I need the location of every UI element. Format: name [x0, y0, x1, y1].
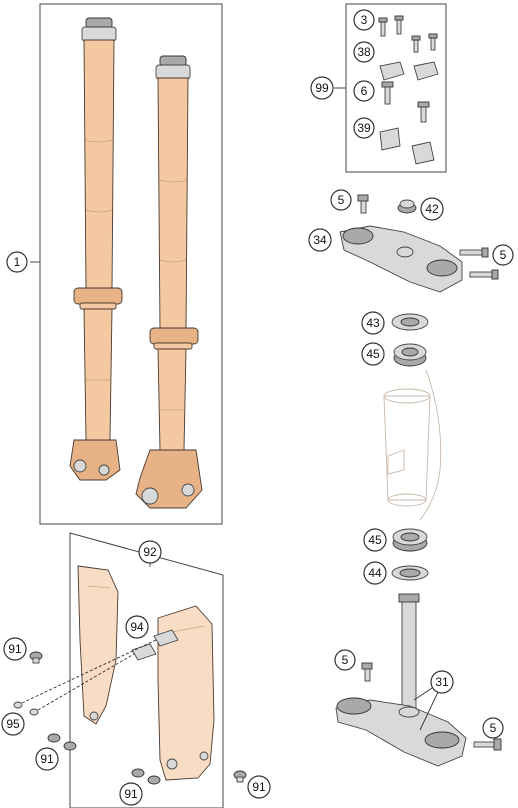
svg-text:99: 99	[315, 81, 329, 95]
svg-text:6: 6	[361, 84, 368, 98]
seal-43[interactable]	[391, 313, 429, 331]
svg-text:39: 39	[357, 121, 371, 135]
svg-text:34: 34	[313, 233, 327, 247]
callout-45-lower[interactable]: 45	[363, 528, 387, 552]
svg-text:44: 44	[368, 566, 382, 580]
fork-guard-right[interactable]	[157, 605, 215, 781]
svg-text:5: 5	[342, 653, 349, 667]
screws-91-left-bottom[interactable]	[47, 733, 77, 751]
svg-text:91: 91	[40, 752, 54, 766]
svg-text:1: 1	[14, 255, 21, 269]
svg-text:45: 45	[368, 533, 382, 547]
svg-text:5: 5	[490, 721, 497, 735]
callout-6[interactable]: 6	[353, 80, 375, 102]
nut-42[interactable]	[397, 199, 417, 214]
bolt-5-upper[interactable]	[357, 194, 369, 214]
callout-45-upper[interactable]: 45	[361, 342, 385, 366]
callout-5-lower-right[interactable]: 5	[482, 717, 504, 739]
bearing-45-upper[interactable]	[393, 343, 427, 367]
screw-91-right[interactable]	[233, 770, 247, 783]
svg-text:5: 5	[500, 248, 507, 262]
upper-triple-clamp-34[interactable]	[339, 225, 463, 293]
svg-text:31: 31	[435, 675, 449, 689]
svg-text:91: 91	[252, 780, 266, 794]
callout-34[interactable]: 34	[308, 228, 332, 252]
svg-text:91: 91	[8, 642, 22, 656]
svg-text:38: 38	[357, 45, 371, 59]
callout-91-right[interactable]: 91	[247, 775, 271, 799]
callout-91-left-top[interactable]: 91	[3, 637, 27, 661]
callout-94[interactable]: 94	[125, 615, 149, 639]
screw-91-left-top[interactable]	[29, 651, 43, 664]
callout-99[interactable]: 99	[310, 76, 334, 100]
fork-leg-right[interactable]	[135, 55, 203, 509]
svg-text:3: 3	[361, 13, 368, 27]
callout-5-upper-left[interactable]: 5	[330, 189, 352, 211]
callout-39[interactable]: 39	[353, 117, 375, 139]
svg-text:45: 45	[366, 347, 380, 361]
callout-5-lower-left[interactable]: 5	[334, 649, 356, 671]
callout-43[interactable]: 43	[361, 311, 385, 335]
fork-guard-left[interactable]	[77, 565, 119, 725]
svg-text:92: 92	[143, 545, 157, 559]
callout-91-bottom[interactable]: 91	[119, 782, 143, 806]
mounts-39[interactable]	[379, 127, 435, 165]
bolt-5-lower[interactable]	[361, 662, 373, 682]
fork-leg-left[interactable]	[69, 17, 123, 481]
callout-42[interactable]: 42	[420, 197, 444, 221]
bolt-5-lower-clamp[interactable]	[473, 738, 502, 751]
callout-92[interactable]: 92	[138, 540, 162, 564]
bolts-5-clamp[interactable]	[459, 247, 499, 280]
callout-1[interactable]: 1	[6, 251, 28, 273]
callout-5-upper-right[interactable]: 5	[492, 244, 514, 266]
dust-seal-44[interactable]	[391, 565, 429, 581]
lower-triple-clamp-31[interactable]	[335, 593, 467, 767]
bolts-6[interactable]	[381, 81, 430, 123]
screws-3[interactable]	[378, 15, 438, 53]
callout-91-left-bottom[interactable]: 91	[35, 747, 59, 771]
callout-38[interactable]: 38	[353, 41, 375, 63]
bearing-45-lower[interactable]	[392, 528, 428, 552]
washer-95[interactable]	[13, 701, 39, 716]
frame-head-tube-outline	[383, 369, 442, 521]
svg-text:95: 95	[6, 717, 20, 731]
callout-31[interactable]: 31	[430, 670, 454, 694]
guard-clip-94[interactable]	[131, 629, 179, 661]
svg-text:94: 94	[130, 620, 144, 634]
svg-text:91: 91	[124, 787, 138, 801]
svg-text:43: 43	[366, 316, 380, 330]
callout-3[interactable]: 3	[353, 9, 375, 31]
svg-text:42: 42	[425, 202, 439, 216]
callout-44[interactable]: 44	[363, 561, 387, 585]
clamps-38[interactable]	[379, 61, 439, 81]
fork-guard-box	[69, 532, 224, 808]
callout-95[interactable]: 95	[1, 712, 25, 736]
fork-assembly-box	[39, 3, 223, 525]
screws-91-bottom[interactable]	[131, 768, 161, 785]
svg-text:5: 5	[338, 193, 345, 207]
